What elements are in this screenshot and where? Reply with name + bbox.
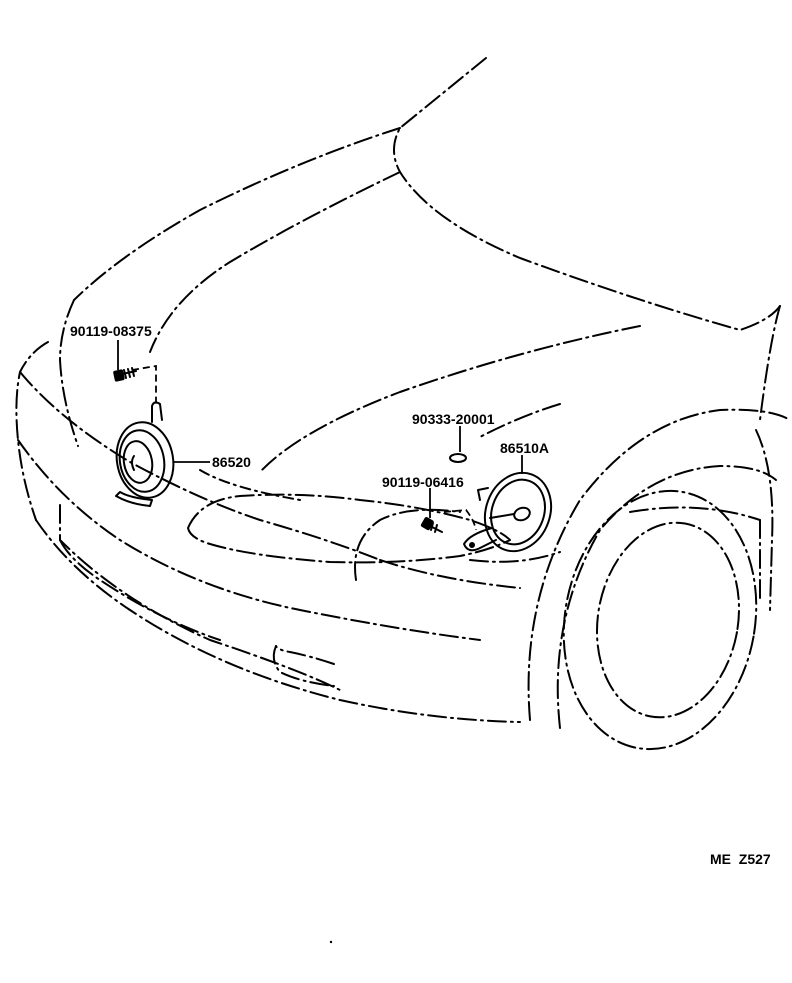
- horn-low-pitch: [115, 401, 175, 507]
- label-horn-low: 86520: [212, 454, 251, 470]
- clip: [449, 453, 467, 463]
- front-bumper: [15, 341, 561, 723]
- part-labels: 90119-08375 86520 90333-20001 86510A 901…: [70, 323, 549, 490]
- bolt-upper: [113, 367, 137, 382]
- label-bolt-lower: 90119-06416: [382, 474, 464, 490]
- car-body-outline: [59, 57, 781, 501]
- label-horn-high: 86510A: [500, 440, 549, 456]
- label-bolt-upper: 90119-08375: [70, 323, 152, 339]
- horn-high-pitch: [463, 471, 553, 553]
- page-mark: [329, 940, 333, 944]
- figure-code: ME Z527: [710, 851, 771, 867]
- wheel: [527, 408, 791, 751]
- label-clip: 90333-20001: [412, 411, 495, 427]
- bolt-lower: [420, 517, 443, 533]
- leader-lines: [117, 340, 523, 531]
